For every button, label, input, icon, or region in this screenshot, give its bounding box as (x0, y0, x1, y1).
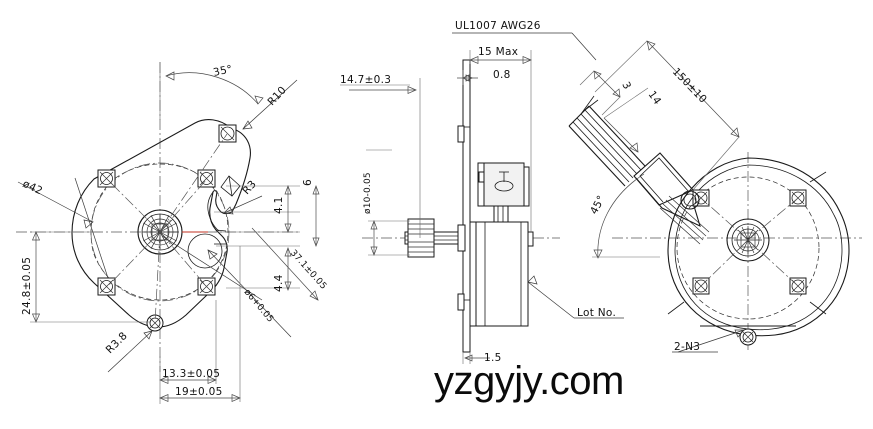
lot-no-label: Lot No. (577, 307, 616, 319)
side-connector (493, 205, 509, 223)
dim-4-4-label: 4.4 (273, 274, 285, 292)
dim-13-3-label: 13.3±0.05 (162, 368, 220, 380)
bolt-hole-top-outer (218, 124, 237, 143)
side-shaft-shoulder (457, 224, 466, 252)
dim-r10: R10 (242, 79, 298, 130)
rear-wire-boot-shade (635, 177, 701, 228)
rear-grommet-inner (683, 193, 697, 207)
side-mounting-plate (462, 59, 471, 353)
side-pinion-teeth (408, 223, 434, 253)
dia42-cut-line (74, 177, 109, 279)
side-body-boss (527, 231, 534, 247)
dim-14-7-label: 14.7±0.3 (340, 74, 391, 86)
dim-24-8: 24.8±0.05 (21, 231, 150, 323)
dim-r38: R3.8 (104, 330, 153, 373)
side-block-left-flange (477, 162, 485, 207)
rear-wire-boot (633, 152, 694, 206)
side-pinion (407, 218, 435, 258)
dim-right-stack: 4.1 6 4.4 37.1±0.05 (214, 179, 329, 301)
side-plate-lug-bottom (457, 293, 465, 311)
rear-hub-mid (731, 223, 765, 257)
rear-wire-strands-lower (659, 195, 710, 245)
front-radial-spokes (106, 133, 228, 324)
bolt-hole-top-right (197, 169, 216, 188)
dim-19: 19±0.05 (159, 246, 241, 403)
dim-24-8-label: 24.8±0.05 (21, 257, 33, 315)
rear-body-outline (667, 157, 850, 337)
dim-15-max: 15 Max (469, 46, 532, 232)
rear-bolt-pitch-circle (676, 176, 820, 320)
rear-bottom-boss-cross (742, 331, 754, 343)
rear-hub-outer (726, 218, 770, 262)
rear-body-inner-ring (674, 164, 843, 331)
dim-angle-35: 35° (159, 62, 264, 120)
wire-spec-label: UL1007 AWG26 (455, 20, 541, 32)
rear-rim-ticks (667, 171, 827, 315)
front-body-outline (71, 119, 251, 328)
dim-1-5-label: 1.5 (484, 352, 502, 364)
side-block-notch (478, 171, 485, 183)
lot-no-callout: Lot No. (527, 275, 624, 319)
dim-15-max-label: 15 Max (478, 46, 518, 58)
side-body-left-face (469, 221, 477, 327)
wire-spec-callout: UL1007 AWG26 (452, 20, 597, 61)
dim-37-1-label: 37.1±0.05 (288, 248, 329, 291)
dim-4-1-label: 4.1 (273, 196, 285, 214)
dim-angle-35-label: 35° (212, 63, 234, 79)
dim-r3: R3 (223, 178, 263, 215)
dim-150-label: 150±10 (670, 66, 709, 106)
callout-2n3-label: 2-N3 (674, 341, 700, 353)
front-inner-feature-circle (187, 233, 223, 269)
dim-0-8-label: 0.8 (493, 69, 511, 81)
rear-grommet (680, 190, 700, 210)
rear-wire-boot-inner (639, 157, 690, 203)
dim-3-label: 3 (619, 80, 633, 92)
dim-wire-14: 14 (603, 87, 664, 153)
dim-0-8: 0.8 (457, 69, 511, 85)
dim-r38-label: R3.8 (104, 330, 130, 356)
side-motor-block-upper (483, 162, 525, 207)
dim-45-label: 45° (588, 194, 608, 217)
side-plate-lug-top (457, 125, 465, 143)
side-view: 14.7±0.3 15 Max 0.8 ø10-0.05 (340, 46, 624, 364)
bolt-hole-bottom-left (97, 277, 116, 296)
dim-13-3: 13.3±0.05 (159, 300, 220, 404)
front-notch-detail (207, 191, 220, 232)
dim-dia10-label: ø10-0.05 (363, 172, 373, 214)
dim-dia6-label: ø6+0.05 (242, 288, 276, 325)
front-view: 35° R10 R3 ø42 R3.8 (16, 62, 328, 404)
dim-14-7: 14.7±0.3 (340, 74, 421, 238)
side-motor-body (475, 221, 529, 327)
rear-wire-bundle (568, 95, 646, 187)
dim-14-label: 14 (646, 89, 664, 107)
watermark: yzgyjy.com (434, 359, 624, 403)
dim-r10-label: R10 (265, 84, 288, 108)
dim-1-5: 1.5 (462, 352, 502, 364)
rear-radial-spokes (700, 197, 799, 287)
front-ledge-1 (215, 229, 227, 232)
dim-r3-label: R3 (240, 178, 259, 197)
rear-bottom-boss-inner (742, 331, 754, 343)
dim-19-label: 19±0.05 (175, 386, 223, 398)
callout-2n3: 2-N3 (672, 329, 745, 353)
dim-6-label: 6 (302, 179, 314, 186)
dim-wire-3: 3 (579, 70, 633, 116)
front-bolt-holes (97, 124, 237, 332)
bolt-hole-top-left (97, 169, 116, 188)
side-block-right-flange (523, 166, 530, 207)
dim-dia10: ø10-0.05 (363, 149, 410, 256)
dia6-aux-line (161, 235, 263, 301)
